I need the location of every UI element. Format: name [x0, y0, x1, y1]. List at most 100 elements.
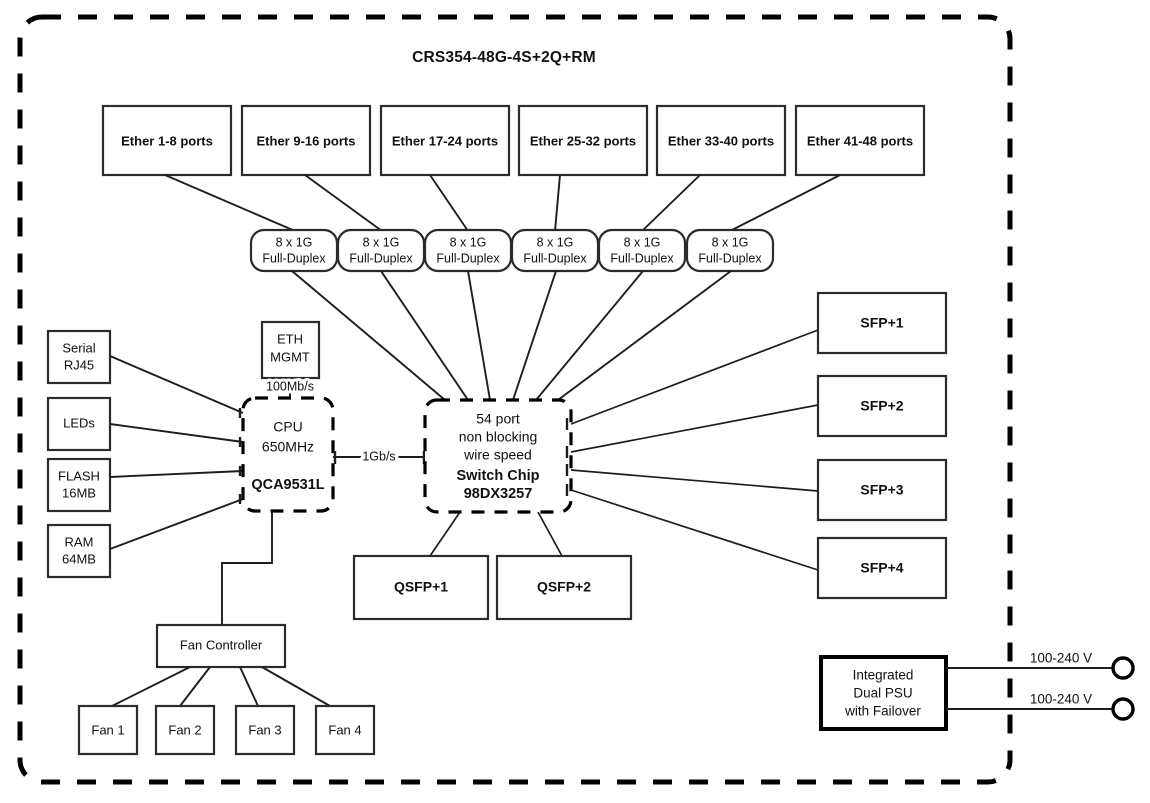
cpu-label-line1: CPU [273, 419, 303, 435]
cpu-switch-link: 1Gb/s [333, 446, 426, 467]
speed-node-duplex: Full-Duplex [436, 251, 500, 265]
peripheral-label-line1: LEDs [63, 415, 95, 430]
speed-node-6[interactable]: 8 x 1G Full-Duplex [685, 228, 775, 273]
peripheral-label-line1: RAM [65, 534, 94, 549]
speed-node-duplex: Full-Duplex [349, 251, 413, 265]
peripheral-leds[interactable]: LEDs [46, 396, 112, 452]
speed-node-duplex: Full-Duplex [262, 251, 326, 265]
speed-node-rate: 8 x 1G [450, 235, 487, 249]
eth-mgmt-box[interactable]: ETH MGMT [260, 320, 321, 380]
fan-group: Fan 1 Fan 2 Fan 3 Fan 4 [77, 704, 376, 756]
eth-mgmt-label-line1: ETH [277, 331, 303, 346]
device-chassis-boundary [17, 14, 1013, 785]
fan-box-4[interactable]: Fan 4 [314, 704, 376, 756]
peripheral-label-line2: RJ45 [64, 357, 94, 372]
speed-node-rate: 8 x 1G [363, 235, 400, 249]
page-title: CRS354-48G-4S+2Q+RM [412, 49, 596, 66]
fan-label: Fan 2 [168, 722, 201, 737]
switch-chip-line2: non blocking [459, 429, 538, 445]
sfp-port-label: SFP+1 [860, 315, 903, 331]
qsfp-port-box-1[interactable]: QSFP+1 [352, 554, 490, 621]
speed-node-1[interactable]: 8 x 1G Full-Duplex [249, 228, 339, 273]
power-connector-icon[interactable] [1111, 697, 1135, 721]
speed-node-duplex: Full-Duplex [523, 251, 587, 265]
peripheral-label-line1: Serial [62, 340, 95, 355]
ether-port-box-4[interactable]: Ether 25-32 ports [517, 104, 649, 177]
sfp-port-label: SFP+4 [860, 560, 903, 576]
sfp-port-box-1[interactable]: SFP+1 [816, 291, 948, 355]
speed-node-5[interactable]: 8 x 1G Full-Duplex [597, 228, 687, 273]
ether-port-box-5[interactable]: Ether 33-40 ports [655, 104, 787, 177]
speed-to-switch-links [291, 270, 732, 401]
speed-node-4[interactable]: 8 x 1G Full-Duplex [510, 228, 600, 273]
ether-port-label: Ether 9-16 ports [257, 133, 356, 148]
peripheral-serial-rj45[interactable]: Serial RJ45 [46, 329, 112, 385]
speed-node-duplex: Full-Duplex [610, 251, 674, 265]
sfp-port-box-4[interactable]: SFP+4 [816, 536, 948, 600]
ether-port-label: Ether 17-24 ports [392, 133, 498, 148]
fan-label: Fan 4 [328, 722, 361, 737]
peripheral-flash[interactable]: FLASH 16MB [46, 457, 112, 513]
ether-port-label: Ether 33-40 ports [668, 133, 774, 148]
sfp-port-box-2[interactable]: SFP+2 [816, 374, 948, 438]
ether-to-speed-links [164, 174, 841, 232]
qsfp-port-group: QSFP+1 QSFP+2 [352, 554, 633, 621]
speed-node-rate: 8 x 1G [624, 235, 661, 249]
peripheral-label-line1: FLASH [58, 468, 100, 483]
peripheral-to-cpu-links [109, 355, 244, 550]
psu-label-line2: Dual PSU [853, 686, 912, 701]
cpu-to-fan-controller-link [221, 511, 273, 625]
ether-port-label: Ether 1-8 ports [121, 133, 213, 148]
ether-port-box-1[interactable]: Ether 1-8 ports [101, 104, 233, 177]
power-input-voltage-label: 100-240 V [1030, 692, 1092, 707]
qsfp-port-label: QSFP+1 [394, 579, 448, 595]
switch-chip-line1: 54 port [476, 411, 520, 427]
fan-box-3[interactable]: Fan 3 [234, 704, 296, 756]
peripheral-ram[interactable]: RAM 64MB [46, 523, 112, 579]
eth-mgmt-label-line2: MGMT [270, 349, 310, 364]
switch-chip-line4: Switch Chip [457, 468, 540, 484]
qsfp-port-box-2[interactable]: QSFP+2 [495, 554, 633, 621]
fan-controller-box[interactable]: Fan Controller [155, 623, 287, 669]
switch-chip-block[interactable]: 54 port non blocking wire speed Switch C… [423, 398, 573, 514]
speed-node-rate: 8 x 1G [537, 235, 574, 249]
fan-box-1[interactable]: Fan 1 [77, 704, 139, 756]
ether-port-box-2[interactable]: Ether 9-16 ports [240, 104, 372, 177]
cpu-block[interactable]: CPU 650MHz QCA9531L [241, 396, 335, 513]
ether-port-label: Ether 41-48 ports [807, 133, 913, 148]
eth-mgmt-speed-label: 100Mb/s [266, 379, 314, 393]
speed-node-2[interactable]: 8 x 1G Full-Duplex [336, 228, 426, 273]
switch-to-qsfp-links [429, 511, 563, 557]
fan-controller-label: Fan Controller [180, 637, 263, 652]
sfp-port-group: SFP+1 SFP+2 SFP+3 SFP+4 [816, 291, 948, 600]
ether-port-box-3[interactable]: Ether 17-24 ports [379, 104, 511, 177]
cpu-model-label: QCA9531L [251, 477, 324, 493]
psu-box[interactable]: Integrated Dual PSU with Failover [819, 655, 948, 731]
speed-node-rate: 8 x 1G [276, 235, 313, 249]
speed-node-duplex: Full-Duplex [698, 251, 762, 265]
peripheral-group: Serial RJ45 LEDs FLASH 16MB RAM 64MB [46, 329, 112, 579]
sfp-port-label: SFP+2 [860, 398, 903, 414]
sfp-port-label: SFP+3 [860, 482, 903, 498]
peripheral-label-line2: 64MB [62, 551, 96, 566]
speed-node-rate: 8 x 1G [712, 235, 749, 249]
ether-port-box-6[interactable]: Ether 41-48 ports [794, 104, 926, 177]
speed-node-3[interactable]: 8 x 1G Full-Duplex [423, 228, 513, 273]
power-input-voltage-label: 100-240 V [1030, 651, 1092, 666]
power-input-group: 100-240 V 100-240 V [946, 648, 1135, 721]
psu-label-line1: Integrated [853, 668, 914, 683]
power-connector-icon[interactable] [1111, 656, 1135, 680]
sfp-port-box-3[interactable]: SFP+3 [816, 458, 948, 522]
cpu-label-line2: 650MHz [262, 439, 314, 455]
cpu-switch-speed-label: 1Gb/s [362, 449, 395, 463]
fan-label: Fan 3 [248, 722, 281, 737]
fan-label: Fan 1 [91, 722, 124, 737]
switch-chip-line5: 98DX3257 [464, 486, 533, 502]
switch-to-sfp-links [565, 329, 819, 571]
fan-controller-to-fan-links [111, 666, 331, 707]
fan-box-2[interactable]: Fan 2 [154, 704, 216, 756]
ether-port-label: Ether 25-32 ports [530, 133, 636, 148]
psu-label-line3: with Failover [844, 704, 921, 719]
